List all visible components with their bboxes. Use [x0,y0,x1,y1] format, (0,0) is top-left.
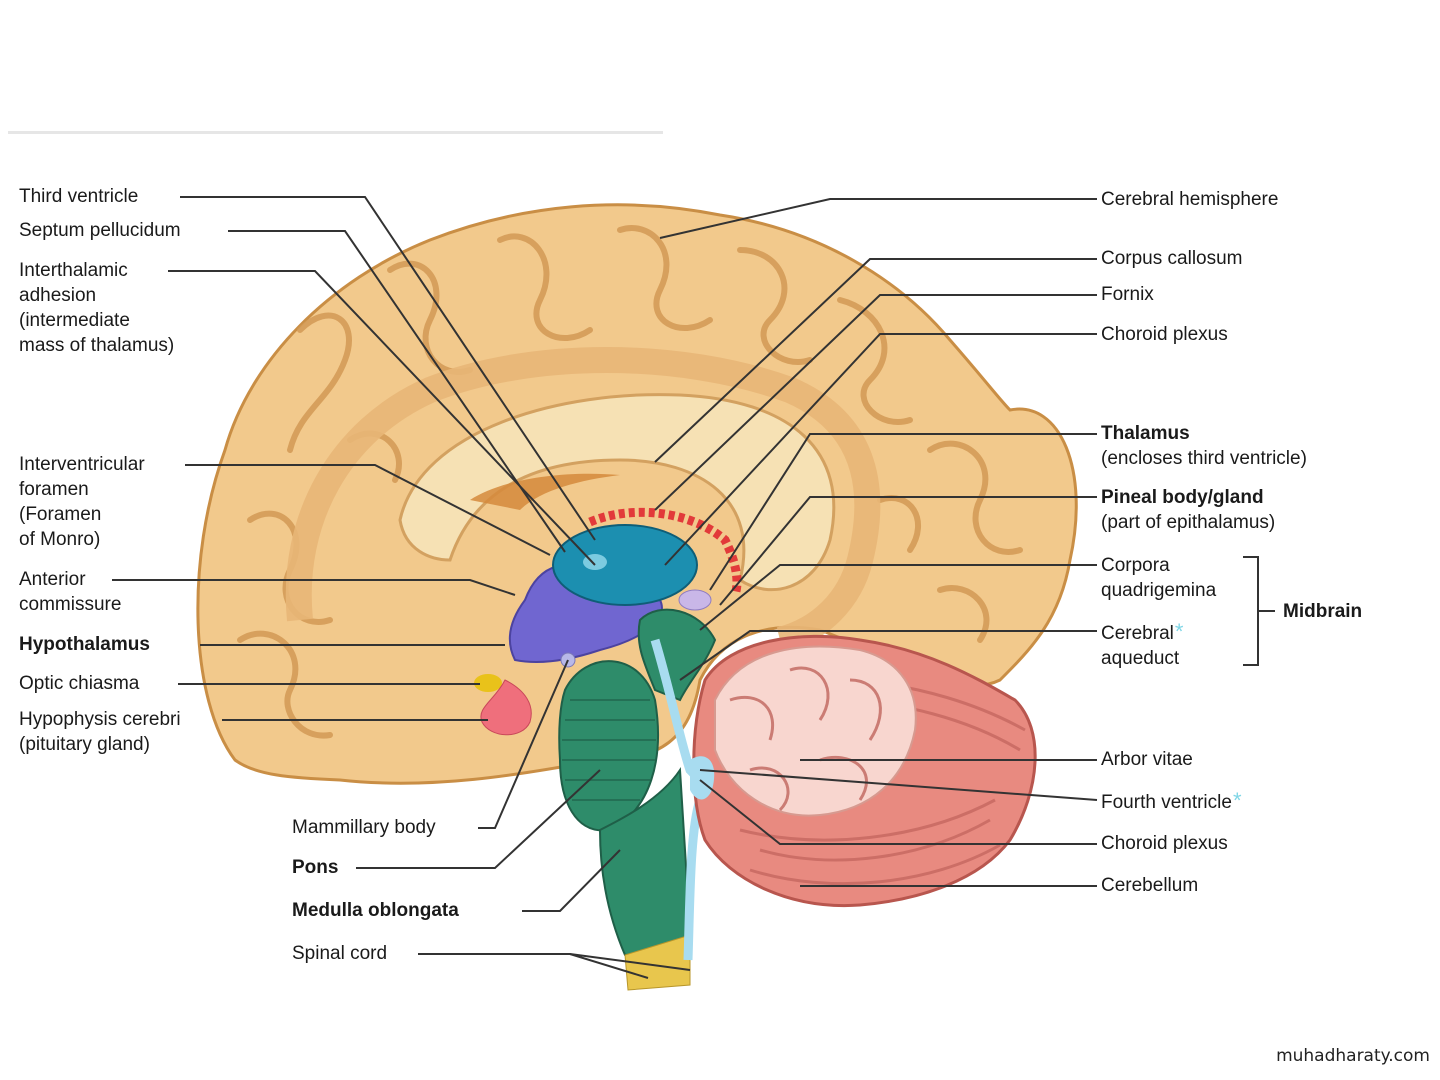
thalamus [552,524,698,606]
label-choroid-plexus-upper: Choroid plexus [1101,324,1228,345]
asterisk-icon: * [1232,788,1242,813]
label-pons: Pons [292,857,339,878]
label-fornix: Fornix [1101,284,1154,305]
label-third-ventricle: Third ventricle [19,186,139,207]
label-pineal-body: Pineal body/gland (part of epithalamus) [1101,487,1276,533]
asterisk-icon: * [1174,619,1184,644]
label-hypothalamus: Hypothalamus [19,634,150,655]
label-hypophysis-cerebri: Hypophysis cerebri (pituitary gland) [19,709,181,755]
label-cerebral-aqueduct: Cerebral* aqueduct [1101,619,1184,669]
leader-lines [112,196,1275,979]
label-spinal-cord: Spinal cord [292,943,388,964]
label-interventricular-foramen: Interventricular foramen (Foramen of Mon… [19,454,145,550]
label-optic-chiasma: Optic chiasma [19,673,140,694]
midbrain [637,608,717,702]
optic-chiasma [474,674,502,692]
label-corpus-callosum: Corpus callosum [1101,248,1243,269]
label-anterior-commissure: Anterior commissure [19,569,122,615]
label-fourth-ventricle: Fourth ventricle* [1101,788,1242,813]
pituitary-gland [480,679,532,736]
label-midbrain: Midbrain [1283,601,1363,622]
label-cerebral-hemisphere: Cerebral hemisphere [1101,189,1279,210]
watermark: muhadharaty.com [1276,1046,1430,1066]
label-medulla-oblongata: Medulla oblongata [292,900,459,921]
label-arbor-vitae: Arbor vitae [1101,749,1193,770]
fourth-ventricle [690,756,715,800]
pineal-body [678,589,712,611]
label-choroid-plexus-lower: Choroid plexus [1101,833,1228,854]
label-interthalamic-adhesion: Interthalamic adhesion (intermediate mas… [19,260,175,356]
label-cerebellum: Cerebellum [1101,875,1199,896]
label-mammillary-body: Mammillary body [292,817,436,838]
label-septum-pellucidum: Septum pellucidum [19,220,181,241]
label-thalamus: Thalamus (encloses third ventricle) [1101,423,1307,469]
top-divider [8,131,663,134]
choroid-plexus-upper [588,507,742,597]
label-corpora-quadrigemina: Corpora quadrigemina [1101,555,1217,601]
cerebellum [690,634,1037,908]
